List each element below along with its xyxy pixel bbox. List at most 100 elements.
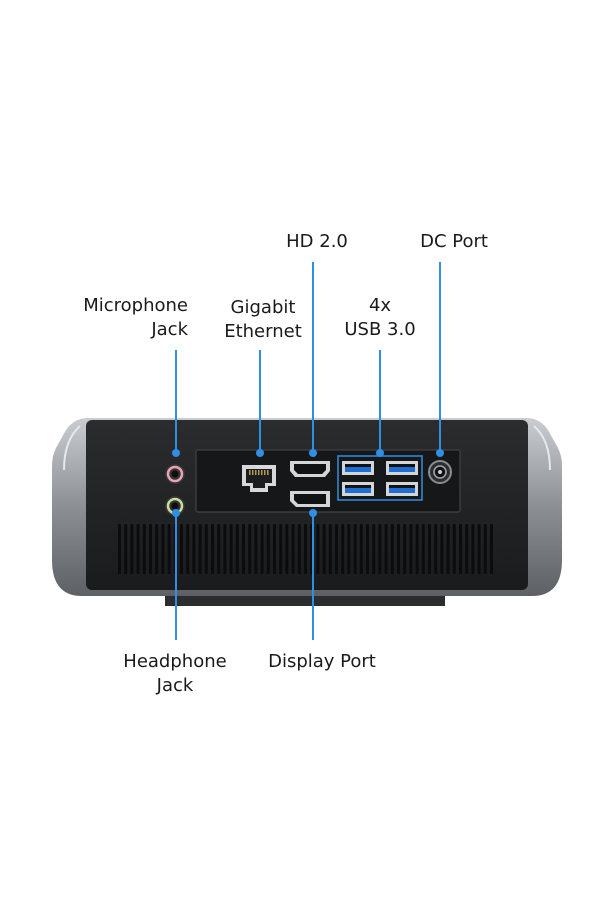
label-mic-line1: Microphone: [83, 295, 188, 316]
label-usb-line2: USB 3.0: [344, 319, 416, 340]
leader-line-hdmi: [312, 262, 314, 452]
leader-dot-hdmi: [309, 449, 317, 457]
ethernet-port: [242, 465, 276, 492]
leader-dot-ethernet: [256, 449, 264, 457]
vent-slot: [384, 524, 388, 574]
leader-dot-dc: [436, 449, 444, 457]
vent-slot: [155, 524, 159, 574]
label-headphone-jack: Headphone Jack: [110, 650, 240, 698]
label-dc-text: DC Port: [420, 231, 488, 252]
leader-line-headphone: [175, 516, 177, 640]
vent-slot: [316, 524, 320, 574]
hdmi-port: [290, 461, 330, 477]
label-headphone-line2: Jack: [156, 675, 194, 696]
vent-grille: [118, 524, 493, 574]
vent-slot: [341, 524, 345, 574]
vent-slot: [180, 524, 183, 574]
vent-slot: [428, 524, 431, 574]
vent-slot: [378, 524, 382, 574]
vent-slot: [142, 524, 146, 574]
vent-slot: [366, 524, 369, 574]
leader-line-microphone: [175, 350, 177, 452]
vent-slot: [118, 524, 121, 574]
vent-slot: [483, 524, 487, 574]
vent-slot: [223, 524, 227, 574]
leader-line-dc: [439, 262, 441, 452]
vent-slot: [297, 524, 301, 574]
displayport-port: [290, 491, 330, 507]
vent-slot: [291, 524, 295, 574]
vent-slot: [347, 524, 351, 574]
leader-dot-headphone: [172, 509, 180, 517]
vent-slot: [235, 524, 239, 574]
leader-dot-displayport: [309, 509, 317, 517]
vent-slot: [322, 524, 326, 574]
vent-slot: [403, 524, 407, 574]
vent-slot: [242, 524, 245, 574]
usb-port: [386, 461, 418, 475]
vent-slot: [328, 524, 332, 574]
dc-port: [428, 460, 452, 484]
vent-slot: [372, 524, 376, 574]
vent-slot: [390, 524, 394, 574]
vent-slot: [452, 524, 456, 574]
label-dc-port: DC Port: [394, 230, 514, 254]
vent-slot: [304, 524, 307, 574]
vent-slot: [490, 524, 493, 574]
vent-slot: [149, 524, 152, 574]
leader-line-ethernet: [259, 350, 261, 452]
vent-slot: [471, 524, 475, 574]
label-usb-line1: 4x: [368, 295, 392, 316]
vent-slot: [359, 524, 363, 574]
vent-slot: [397, 524, 400, 574]
usb-port: [386, 482, 418, 496]
vent-slot: [279, 524, 283, 574]
label-display-port: Display Port: [252, 650, 392, 674]
vent-slot: [124, 524, 128, 574]
vent-slot: [421, 524, 425, 574]
label-eth-line2: Ethernet: [224, 321, 302, 342]
vent-slot: [285, 524, 289, 574]
vent-slot: [130, 524, 134, 574]
vent-slot: [204, 524, 208, 574]
label-hd: HD 2.0: [262, 230, 372, 254]
vent-slot: [415, 524, 419, 574]
vent-slot: [266, 524, 270, 574]
vent-slot: [273, 524, 276, 574]
usb-port: [342, 482, 374, 496]
usb-port: [342, 461, 374, 475]
vent-slot: [217, 524, 221, 574]
vent-slot: [409, 524, 413, 574]
vent-slot: [459, 524, 462, 574]
leader-dot-microphone: [172, 449, 180, 457]
label-usb: 4x USB 3.0: [325, 294, 435, 342]
vent-slot: [161, 524, 165, 574]
vent-slot: [335, 524, 338, 574]
vent-slot: [434, 524, 438, 574]
label-displayport-text: Display Port: [268, 651, 376, 672]
label-gigabit-ethernet: Gigabit Ethernet: [204, 296, 322, 344]
vent-slot: [229, 524, 233, 574]
headphone-jack: [165, 496, 185, 516]
vent-slot: [136, 524, 140, 574]
microphone-jack: [165, 464, 185, 484]
vent-slot: [211, 524, 214, 574]
leader-line-usb: [379, 350, 381, 452]
vent-slot: [198, 524, 202, 574]
vent-slot: [167, 524, 171, 574]
label-microphone-jack: Microphone Jack: [40, 294, 188, 342]
vent-slot: [446, 524, 450, 574]
vent-slot: [465, 524, 469, 574]
label-mic-line2: Jack: [151, 319, 188, 340]
vent-slot: [353, 524, 357, 574]
label-hd-text: HD 2.0: [286, 231, 348, 252]
vent-slot: [477, 524, 481, 574]
vent-slot: [186, 524, 190, 574]
leader-line-displayport: [312, 516, 314, 640]
vent-slot: [192, 524, 196, 574]
vent-slot: [260, 524, 264, 574]
vent-slot: [254, 524, 258, 574]
label-eth-line1: Gigabit: [230, 297, 296, 318]
leader-dot-usb: [376, 449, 384, 457]
